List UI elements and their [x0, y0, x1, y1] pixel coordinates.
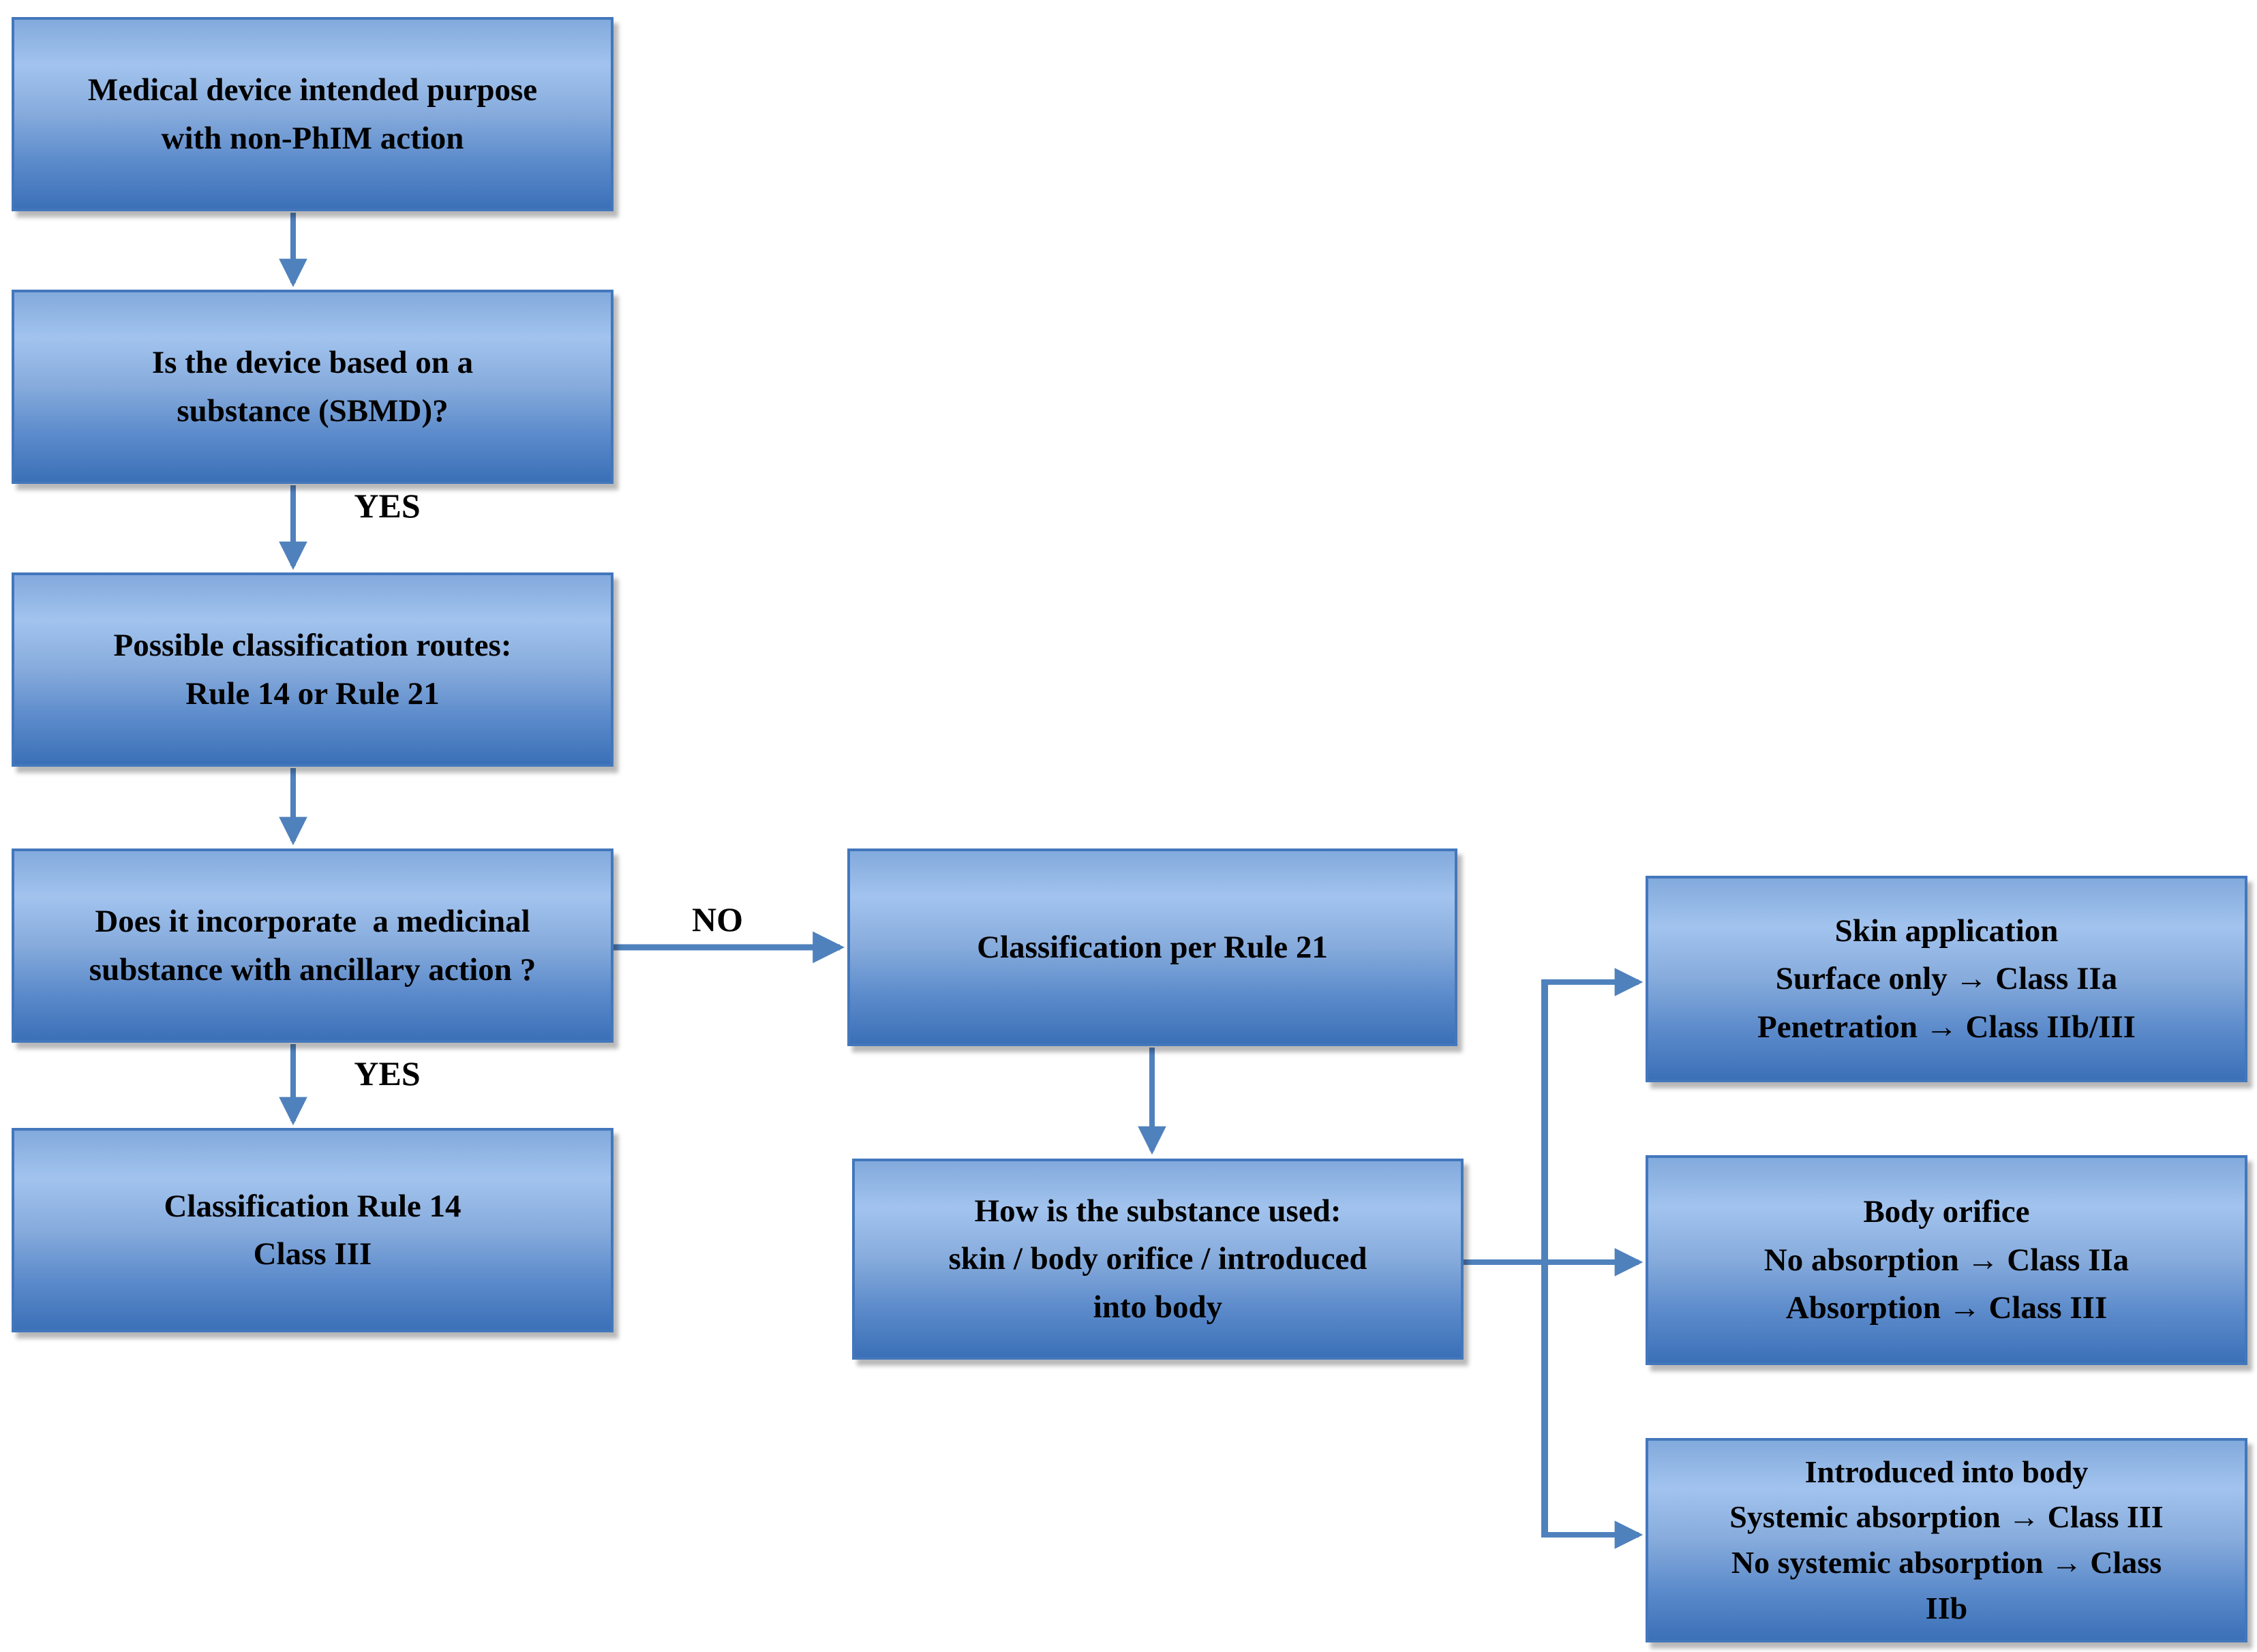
- node-classification-routes: Possible classification routes: Rule 14 …: [12, 572, 614, 767]
- node-usage-question: How is the substance used: skin / body o…: [852, 1159, 1464, 1360]
- node-rule21-label: Classification per Rule 21: [977, 929, 1328, 965]
- node-rule14-class3-label: Classification Rule 14 Class III: [164, 1188, 461, 1272]
- node-introduced-into-body-label: Introduced into body Systemic absorption…: [1729, 1454, 2164, 1625]
- node-classification-routes-label: Possible classification routes: Rule 14 …: [113, 628, 512, 712]
- node-body-orifice: Body orifice No absorption → Class IIa A…: [1646, 1155, 2247, 1365]
- node-ancillary-question-label: Does it incorporate a medicinal substanc…: [89, 904, 536, 988]
- node-sbmd-question-label: Is the device based on a substance (SBMD…: [151, 345, 474, 429]
- node-usage-question-label: How is the substance used: skin / body o…: [948, 1193, 1367, 1325]
- node-ancillary-question: Does it incorporate a medicinal substanc…: [12, 848, 614, 1043]
- node-intended-purpose-label: Medical device intended purpose with non…: [87, 72, 538, 156]
- node-introduced-into-body: Introduced into body Systemic absorption…: [1646, 1438, 2247, 1642]
- node-body-orifice-label: Body orifice No absorption → Class IIa A…: [1763, 1194, 2130, 1326]
- edge-label-yes-ancillary: YES: [354, 1054, 421, 1092]
- node-intended-purpose: Medical device intended purpose with non…: [12, 17, 614, 211]
- node-rule14-class3: Classification Rule 14 Class III: [12, 1128, 614, 1332]
- node-skin-application: Skin application Surface only → Class II…: [1646, 876, 2247, 1082]
- edge-label-no-ancillary: NO: [692, 900, 743, 938]
- edge-label-yes-sbmd: YES: [354, 487, 421, 525]
- node-sbmd-question: Is the device based on a substance (SBMD…: [12, 290, 614, 484]
- node-rule21: Classification per Rule 21: [847, 848, 1457, 1046]
- node-skin-application-label: Skin application Surface only → Class II…: [1757, 913, 2136, 1045]
